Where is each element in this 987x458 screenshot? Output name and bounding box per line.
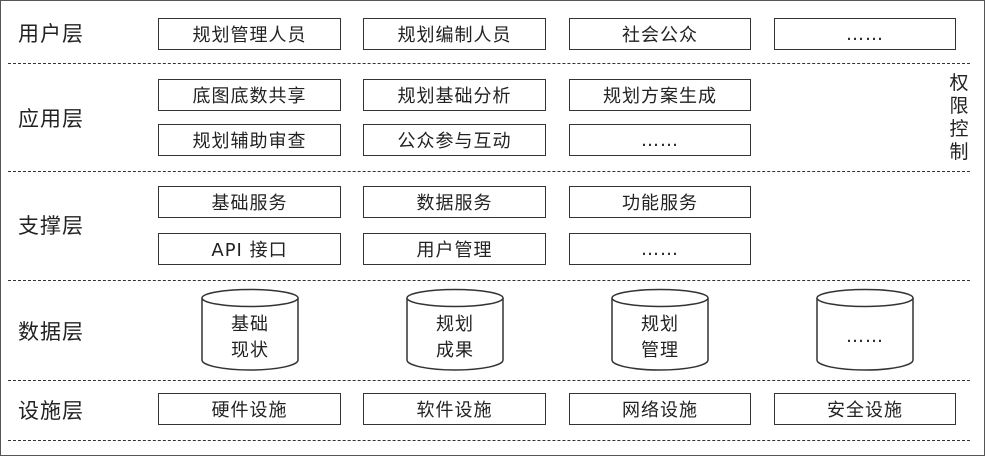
database-cylinder-3: 规划 管理 <box>610 288 710 372</box>
cylinder-text-line2: 现状 <box>231 340 269 361</box>
database-cylinder-1: 基础 现状 <box>200 288 300 372</box>
user-box-1: 规划管理人员 <box>158 18 341 50</box>
separator-app-support <box>8 171 970 172</box>
database-icon <box>406 288 504 371</box>
user-box-2: 规划编制人员 <box>363 18 546 50</box>
separator-bottom <box>8 440 970 441</box>
separator-support-data <box>8 280 970 281</box>
app-box-r2-2: 公众参与互动 <box>363 124 546 156</box>
layer-label-user: 用户层 <box>18 22 84 46</box>
support-box-r1-3: 功能服务 <box>569 186 751 218</box>
database-icon <box>611 288 709 371</box>
app-box-r1-1: 底图底数共享 <box>158 79 341 111</box>
database-cylinder-2: 规划 成果 <box>405 288 505 372</box>
layer-label-data: 数据层 <box>18 320 84 344</box>
layer-label-application: 应用层 <box>18 107 84 131</box>
infra-box-1: 硬件设施 <box>158 393 341 425</box>
cylinder-text-line2: 成果 <box>436 340 474 361</box>
infra-box-4: 安全设施 <box>774 393 956 425</box>
side-label-permission-control: 权限控制 <box>949 72 969 163</box>
database-cylinder-4: …… <box>815 288 915 372</box>
layer-label-infrastructure: 设施层 <box>18 399 84 423</box>
support-box-r2-3: …… <box>569 233 751 265</box>
separator-data-infra <box>8 380 970 381</box>
app-box-r1-3: 规划方案生成 <box>569 79 751 111</box>
database-icon <box>201 288 299 371</box>
infra-box-3: 网络设施 <box>569 393 751 425</box>
infra-box-2: 软件设施 <box>363 393 546 425</box>
cylinder-text-line1: 规划 <box>436 314 474 335</box>
user-box-3: 社会公众 <box>569 18 751 50</box>
cylinder-text-line2: 管理 <box>641 340 679 361</box>
app-box-r2-1: 规划辅助审查 <box>158 124 341 156</box>
separator-user-app <box>8 63 970 64</box>
database-icon <box>816 288 914 371</box>
support-box-r2-1: API 接口 <box>158 233 341 265</box>
layer-label-support: 支撑层 <box>18 214 84 238</box>
user-box-4: …… <box>774 18 956 50</box>
support-box-r2-2: 用户管理 <box>363 233 546 265</box>
support-box-r1-1: 基础服务 <box>158 186 341 218</box>
support-box-r1-2: 数据服务 <box>363 186 546 218</box>
cylinder-text-line1: …… <box>846 326 884 347</box>
app-box-r1-2: 规划基础分析 <box>363 79 546 111</box>
cylinder-text-line1: 基础 <box>231 314 269 335</box>
app-box-r2-3: …… <box>569 124 751 156</box>
cylinder-text-line1: 规划 <box>641 314 679 335</box>
